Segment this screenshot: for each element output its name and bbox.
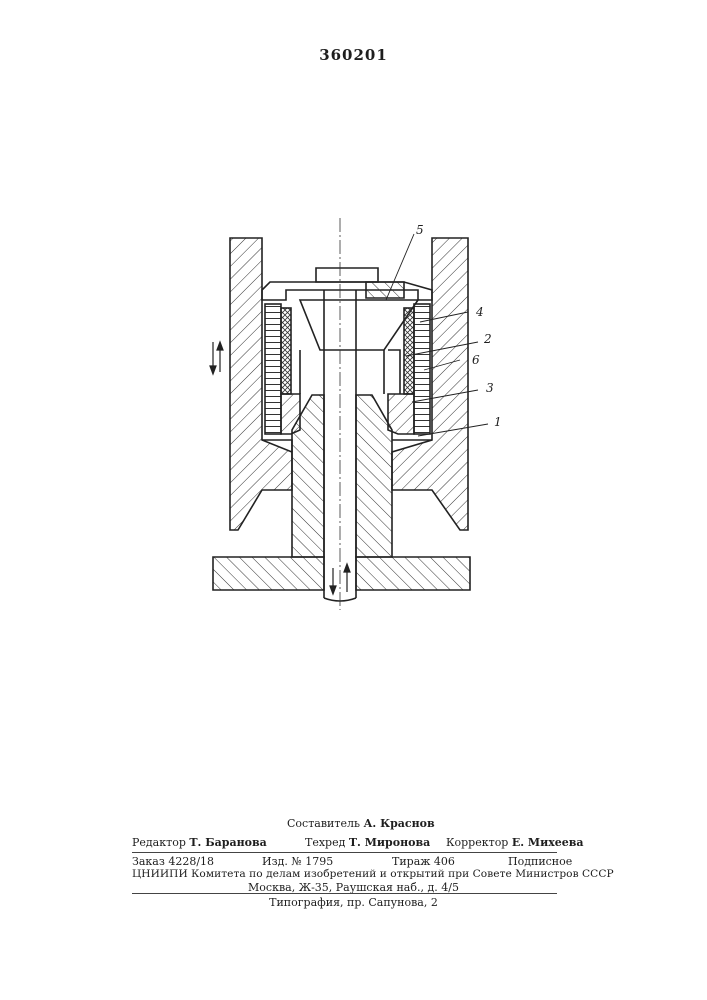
top-plate-hatch bbox=[366, 282, 404, 298]
corrector-line: Корректор Е. Михеева bbox=[446, 836, 584, 849]
central-cone-right bbox=[356, 395, 392, 557]
techred-name: Т. Миронова bbox=[349, 836, 430, 849]
editor-line: Редактор Т. Баранова bbox=[132, 836, 267, 849]
upper-cone bbox=[300, 300, 418, 350]
divider-bottom bbox=[132, 893, 557, 894]
composer-line: Составитель А. Краснов bbox=[287, 817, 435, 830]
label-3: 3 bbox=[486, 381, 494, 395]
subscription: Подписное bbox=[508, 855, 572, 868]
corrector-name: Е. Михеева bbox=[512, 836, 584, 849]
circulation: Тираж 406 bbox=[392, 855, 455, 868]
right-wedge bbox=[388, 394, 414, 434]
corrector-label: Корректор bbox=[446, 836, 508, 849]
composer-name: А. Краснов bbox=[363, 817, 434, 830]
organization-line: ЦНИИПИ Комитета по делам изобретений и о… bbox=[132, 868, 614, 881]
printing-house: Типография, пр. Сапунова, 2 bbox=[0, 896, 707, 909]
top-plate bbox=[262, 282, 432, 300]
left-spring-stack bbox=[265, 304, 281, 434]
left-wedge bbox=[281, 394, 300, 434]
label-6: 6 bbox=[472, 353, 480, 367]
techred-label: Техред bbox=[305, 836, 345, 849]
base-plate-right bbox=[356, 557, 470, 590]
right-seal bbox=[404, 308, 414, 394]
techred-line: Техред Т. Миронова bbox=[305, 836, 430, 849]
label-2: 2 bbox=[483, 332, 492, 346]
base-plate bbox=[213, 557, 324, 590]
edition-number: Изд. № 1795 bbox=[262, 855, 333, 868]
editor-name: Т. Баранова bbox=[189, 836, 266, 849]
composer-label: Составитель bbox=[287, 817, 360, 830]
label-5: 5 bbox=[416, 223, 424, 237]
order-number: Заказ 4228/18 bbox=[132, 855, 214, 868]
top-nut bbox=[316, 268, 378, 282]
label-4: 4 bbox=[475, 305, 484, 319]
left-seal bbox=[281, 308, 291, 394]
divider-top bbox=[132, 852, 557, 853]
label-1: 1 bbox=[494, 415, 502, 429]
editor-label: Редактор bbox=[132, 836, 186, 849]
